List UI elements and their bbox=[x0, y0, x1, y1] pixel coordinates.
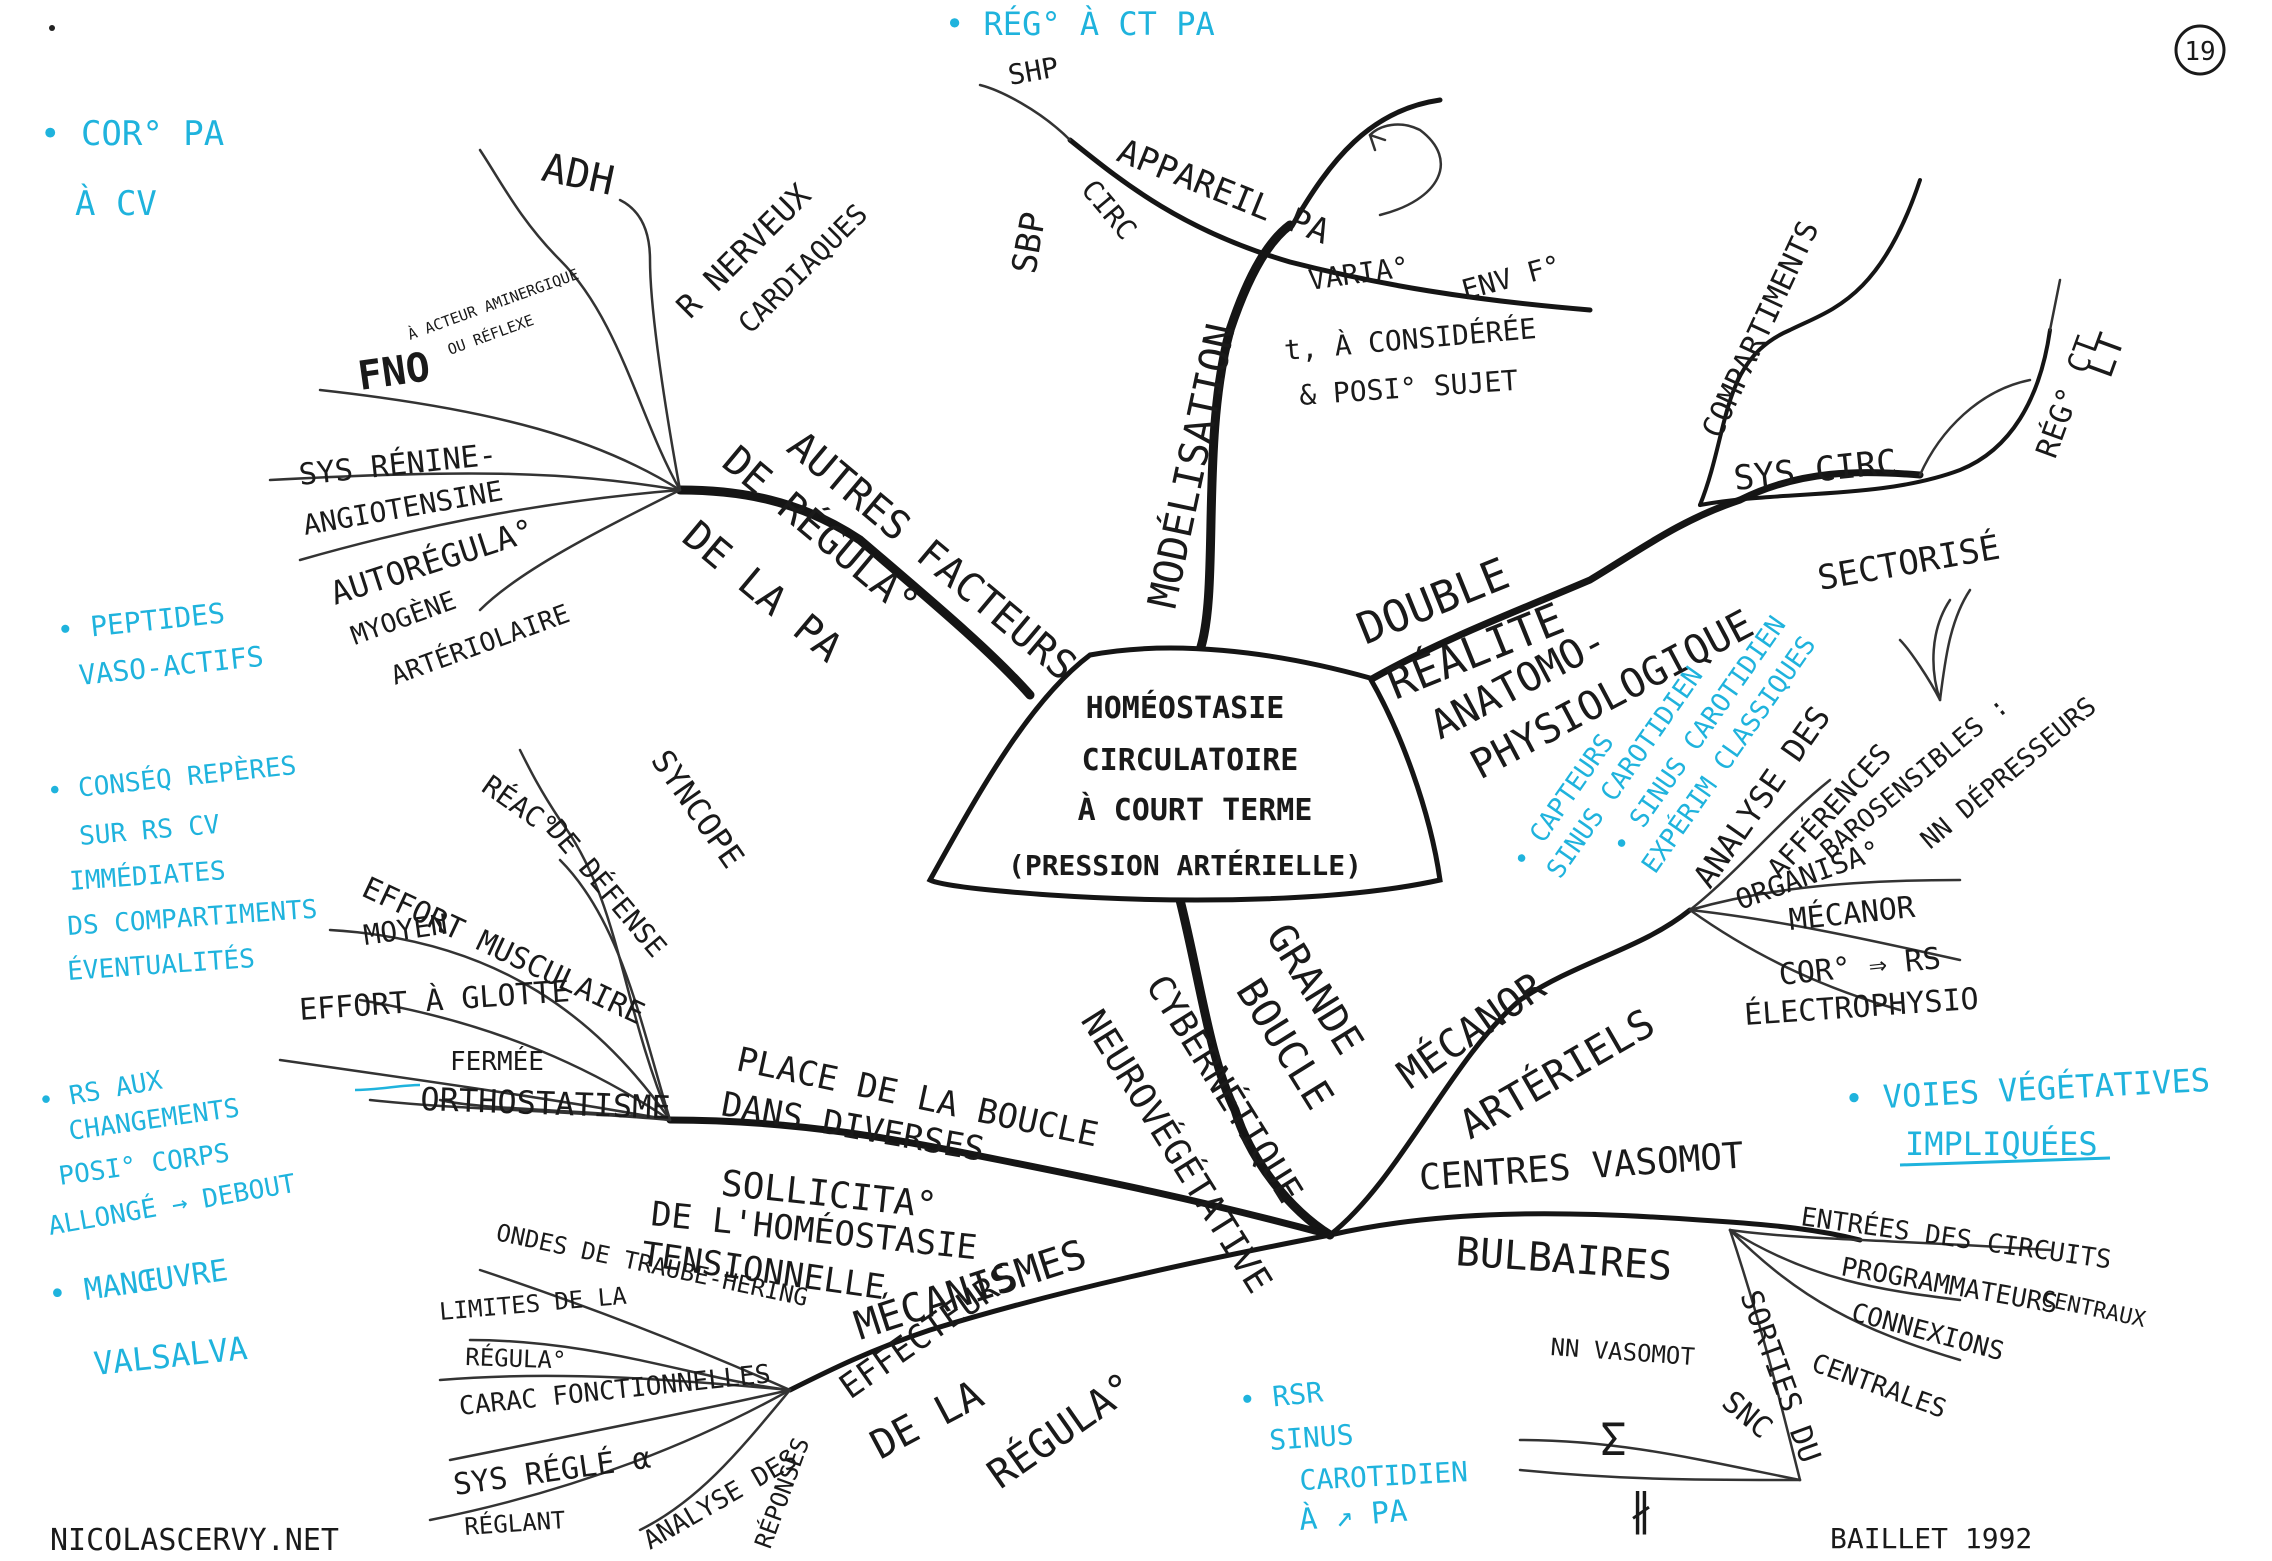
note-rsr-4: À ↗ PA bbox=[1298, 1493, 1409, 1538]
note-peptides-2: VASO-ACTIFS bbox=[77, 640, 265, 692]
branch-mecanismes bbox=[787, 1232, 1333, 1393]
label-syncope: SYNCOPE bbox=[643, 743, 751, 875]
page-number: 19 bbox=[2174, 24, 2226, 76]
label-limites-2: RÉGULA° bbox=[465, 1342, 567, 1375]
label-reglant: RÉGLANT bbox=[463, 1505, 566, 1541]
label-appareil-pa: APPAREIL PA bbox=[1112, 131, 1336, 252]
label-electrophysio: ÉLECTROPHYSIO bbox=[1743, 981, 1980, 1033]
note-voies-1: • VOIES VÉGÉTATIVES bbox=[1843, 1061, 2211, 1118]
central-node: HOMÉOSTASIE CIRCULATOIRE À COURT TERME (… bbox=[926, 645, 1443, 903]
label-nn-vasomot: NN VASOMOT bbox=[1550, 1333, 1696, 1371]
note-reperes-1: • CONSÉQ REPÈRES bbox=[45, 749, 297, 807]
label-centrales: CENTRALES bbox=[1808, 1348, 1951, 1424]
central-node-line-3: À COURT TERME bbox=[1078, 792, 1313, 828]
note-peptides-1: • PEPTIDES bbox=[55, 597, 226, 647]
label-orthostatisme: ORTHOSTATISME bbox=[420, 1080, 672, 1127]
branch-modelisation-up bbox=[1289, 97, 1443, 229]
footer-website: NICOLASCERVY.NET bbox=[50, 1523, 339, 1558]
note-rsr-2: SINUS bbox=[1268, 1418, 1354, 1457]
main-branches bbox=[666, 97, 2052, 1393]
label-fno: FNO bbox=[355, 344, 433, 400]
central-node-line-4: (PRESSION ARTÉRIELLE) bbox=[1008, 848, 1362, 882]
note-valsalva-1: • MANŒUVRE bbox=[46, 1253, 230, 1313]
note-voies-2: IMPLIQUÉES bbox=[1905, 1125, 2098, 1163]
sub-branches bbox=[268, 83, 2062, 1532]
footer-credit: BAILLET 1992 bbox=[1830, 1522, 2032, 1555]
label-shp: SHP bbox=[1005, 51, 1061, 92]
label-moyen: MOYEN bbox=[361, 908, 449, 952]
page-number-text: 19 bbox=[2184, 37, 2215, 67]
blue-connector bbox=[354, 1083, 421, 1092]
label-variation: VARIA° bbox=[1306, 250, 1411, 297]
label-para: ∦ bbox=[1630, 1485, 1652, 1536]
label-sbp: SBP bbox=[1004, 209, 1054, 276]
branch-grande-boucle bbox=[1175, 895, 1335, 1240]
note-rsr-1: • RSR bbox=[1237, 1375, 1324, 1417]
branch-compartiments bbox=[1698, 178, 1922, 507]
label-env: ENV F° bbox=[1458, 249, 1564, 307]
label-effort-glotte: EFFORT À GLOTTE bbox=[298, 973, 571, 1028]
branch-autres-facteurs bbox=[675, 485, 1035, 700]
label-sys-regle: SYS RÉGLÉ α bbox=[451, 1440, 653, 1503]
label-circ: CIRC bbox=[1075, 173, 1144, 246]
ink-dot bbox=[49, 25, 55, 31]
note-reperes-3: IMMÉDIATES bbox=[68, 854, 226, 897]
branch-modelisation bbox=[1195, 220, 1295, 655]
label-sectorise: SECTORISÉ bbox=[1814, 526, 2003, 598]
label-connexions: CONNEXIONS bbox=[1848, 1298, 2007, 1367]
label-fermee: FERMÉE bbox=[450, 1045, 544, 1077]
branch-centres bbox=[1327, 1211, 1863, 1243]
note-rsr-3: CAROTIDIEN bbox=[1299, 1455, 1469, 1497]
group-autres-facteurs: AUTRES FACTEURS DE RÉGULA° DE LA PA ADH … bbox=[40, 114, 1085, 692]
label-posi-sujet: & POSI° SUJET bbox=[1298, 364, 1519, 412]
label-mecanor-2: MÉCANOR bbox=[1787, 889, 1917, 938]
label-adh: ADH bbox=[538, 145, 618, 205]
branch-appareil bbox=[1067, 137, 1593, 313]
branch-mecanor bbox=[1327, 907, 1693, 1238]
note-reperes-4: DS COMPARTIMENTS bbox=[66, 895, 318, 942]
label-sigma: Σ bbox=[1600, 1415, 1627, 1466]
label-modelisation: MODÉLISATION bbox=[1138, 319, 1245, 612]
label-regula: RÉGULA° bbox=[978, 1362, 1144, 1498]
note-reperes-2: SUR RS CV bbox=[78, 810, 221, 852]
branch-place-boucle bbox=[666, 1116, 1334, 1239]
label-compartiments: COMPARTIMENTS bbox=[1696, 216, 1827, 444]
label-r-nerveux: R NERVEUX bbox=[669, 176, 818, 325]
central-node-line-1: HOMÉOSTASIE bbox=[1086, 690, 1285, 726]
central-node-line-2: CIRCULATOIRE bbox=[1082, 743, 1299, 778]
label-bulbaires: BULBAIRES bbox=[1454, 1229, 1673, 1290]
note-reperes-5: ÉVENTUALITÉS bbox=[66, 942, 256, 987]
branch-sys-circ bbox=[1698, 328, 2052, 507]
label-centraux: CENTRAUX bbox=[2039, 1286, 2149, 1333]
note-cor-pa: • COR° PA bbox=[40, 114, 224, 154]
group-modelisation: MODÉLISATION APPAREIL PA SHP SBP CIRC VA… bbox=[945, 5, 1565, 612]
note-valsalva-2: VALSALVA bbox=[92, 1329, 249, 1383]
branch-double-realite bbox=[1366, 469, 1924, 684]
label-centres-vasomot: CENTRES VASOMOT bbox=[1418, 1135, 1745, 1199]
label-t-considere: t, À CONSIDÉRÉE bbox=[1283, 311, 1538, 367]
note-cv: À CV bbox=[75, 183, 157, 224]
note-reg-ct-pa: • RÉG° À CT PA bbox=[945, 5, 1215, 43]
label-de-defense: DE DÉFENSE bbox=[540, 813, 674, 964]
note-voies-underline bbox=[1899, 1156, 2111, 1167]
